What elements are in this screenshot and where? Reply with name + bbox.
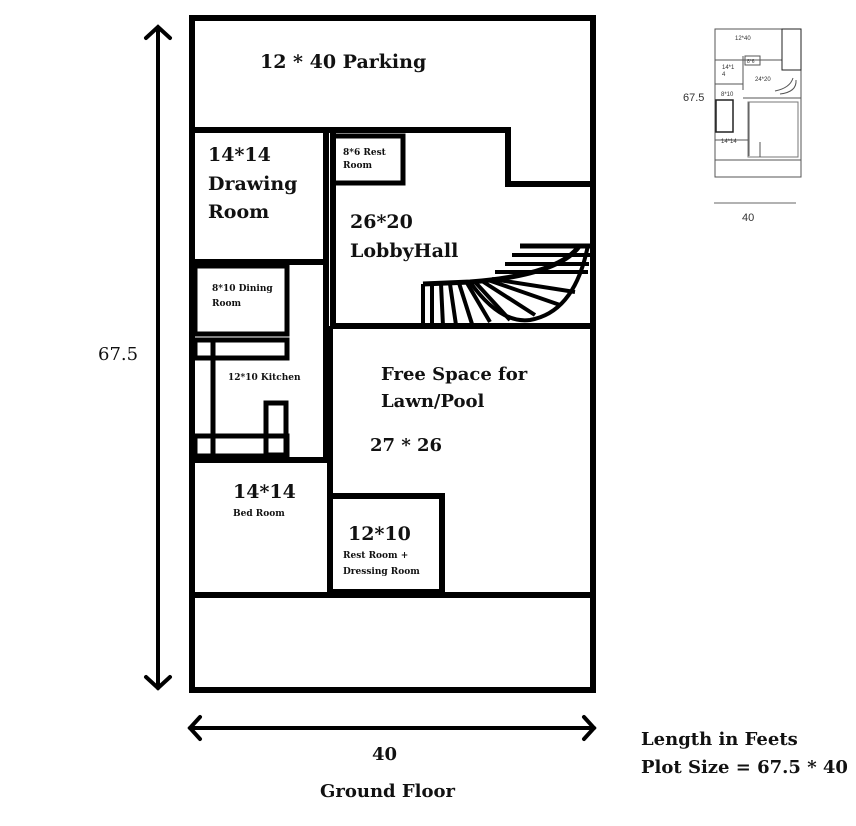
kitchen-label: 12*10 Kitchen [228,373,301,383]
thumb-height-label: 67.5 [683,92,704,104]
plot-outline [189,15,596,693]
rest-dressing-label-1: Rest Room + [343,551,408,561]
rest-dressing-label-2: Dressing Room [343,567,420,577]
drawing-room-name-1: Drawing [208,173,297,195]
drawing-room-dims: 14*14 [208,144,271,166]
width-dimension-label: 40 [372,744,397,765]
rest-small-label-2: Room [343,161,372,171]
floor-title: Ground Floor [320,781,456,802]
lawn-label-2: Lawn/Pool [381,391,485,412]
dining-label-1: 8*10 Dining [212,284,273,294]
kitchen-fridge [263,400,289,458]
thumb-parking-label: 12*40 [735,36,751,42]
thumb-lobby-label: 24*20 [755,77,771,83]
thumb-rest-label: 8*6 [747,59,755,65]
plot-size-note: Plot Size = 67.5 * 40 [641,757,848,778]
lawn-dims: 27 * 26 [370,435,442,456]
thumb-bed-label: 14*14 [721,139,737,145]
height-dimension-label: 67.5 [98,344,138,365]
height-dimension-arrow [144,24,172,691]
staircase-icon [421,243,590,327]
lawn-label-1: Free Space for [381,364,528,385]
rest-small-label-1: 8*6 Rest [343,148,387,158]
parking-label: 12 * 40 Parking [260,51,426,73]
wall-rest-small [330,133,406,186]
rest-dressing-dims: 12*10 [348,523,411,545]
wall-dining [192,263,290,337]
lobby-name: LobbyHall [350,240,458,262]
bed-room-name: Bed Room [233,509,285,519]
thumb-drawing-label-1: 14*1 [722,65,735,71]
thumb-drawing-label-2: 4 [722,72,726,78]
thumb-width-label: 40 [742,212,754,224]
bed-room-dims: 14*14 [233,481,296,503]
kitchen-counter-top [192,337,290,361]
drawing-room-name-2: Room [208,201,269,223]
dining-label-2: Room [212,299,241,309]
width-dimension-arrow [187,715,597,741]
units-note: Length in Feets [641,729,798,750]
thumbnail-plan [714,28,802,204]
wall-parking-bottom [192,127,593,187]
thumb-dining-label: 8*10 [721,92,734,98]
lobby-dims: 26*20 [350,211,413,233]
